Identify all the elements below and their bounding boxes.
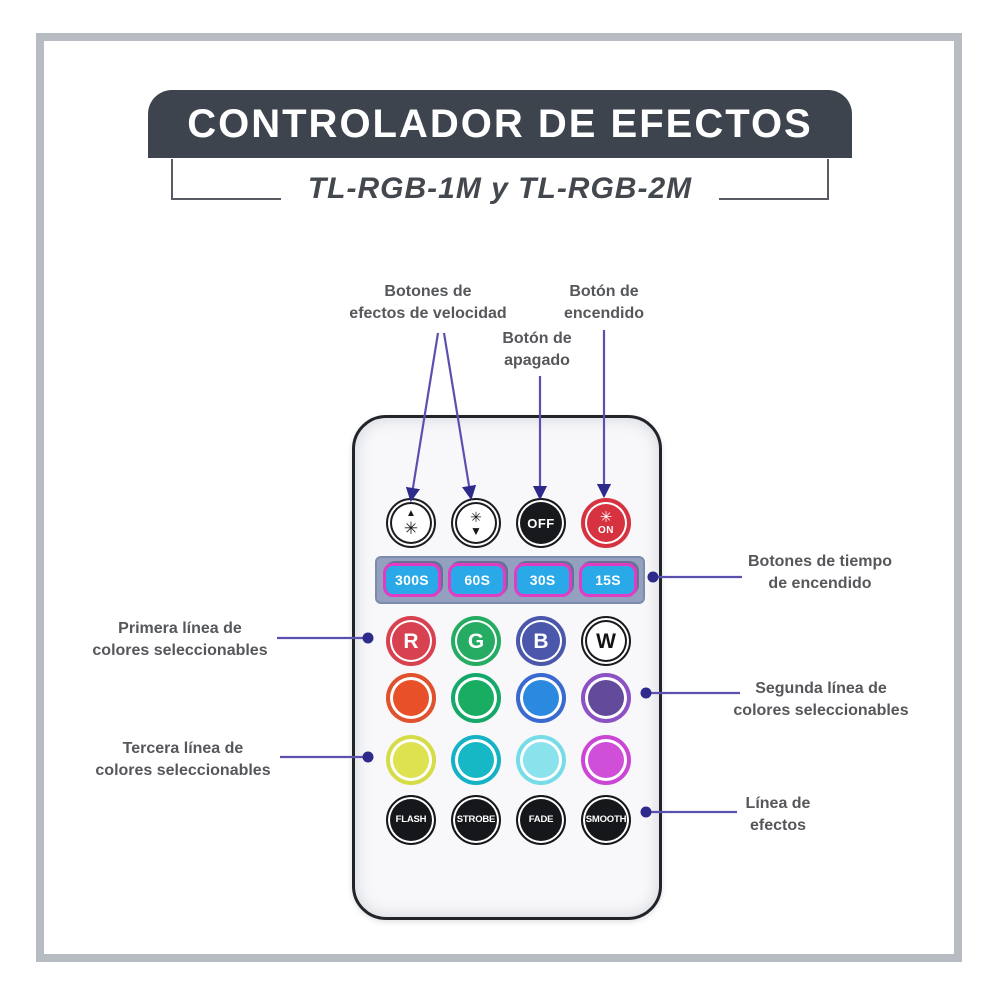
color-button-teal (451, 735, 501, 785)
callout-third-color-row: Tercera línea de colores seleccionables (95, 740, 271, 779)
timer-panel: 300S 60S 30S 15S (375, 556, 645, 604)
title-banner: CONTROLADOR DE EFECTOS (148, 90, 852, 158)
flash-button: FLASH (386, 795, 436, 845)
color-button-red: R (386, 616, 436, 666)
on-button: ✳ ON (581, 498, 631, 548)
color-button-purple (581, 673, 631, 723)
callout-power-off: Botón de apagado (502, 330, 572, 369)
color-button-orange (386, 673, 436, 723)
callout-timer-buttons: Botones de tiempo de encendido (747, 553, 893, 592)
callout-power-on: Botón de encendido (563, 283, 645, 322)
sun-icon: ✳ (470, 508, 482, 525)
model-subtitle: TL-RGB-1M y TL-RGB-2M (307, 172, 693, 205)
third-color-row (386, 735, 631, 785)
color-button-blue: B (516, 616, 566, 666)
color-button-skyblue (516, 673, 566, 723)
sun-icon: ✳ (403, 519, 419, 538)
primary-color-row: R G B W (386, 616, 631, 666)
color-button-green: G (451, 616, 501, 666)
strobe-button: STROBE (451, 795, 501, 845)
color-button-white: W (581, 616, 631, 666)
smooth-button: SMOOTH (581, 795, 631, 845)
color-button-magenta (581, 735, 631, 785)
speed-up-button: ▲ ✳ (386, 498, 436, 548)
callout-effects-row: Línea de efectos (745, 795, 811, 834)
remote-control: ▲ ✳ ✳ ▼ OFF ✳ ON 300S 60S 30S 15S R G B … (352, 415, 662, 920)
second-color-row (386, 673, 631, 723)
on-button-label: ON (598, 525, 614, 536)
power-speed-row: ▲ ✳ ✳ ▼ OFF ✳ ON (386, 498, 631, 548)
off-button: OFF (516, 498, 566, 548)
color-button-cyan (516, 735, 566, 785)
sun-icon: ✳ (599, 509, 613, 526)
speed-down-button: ✳ ▼ (451, 498, 501, 548)
callout-speed-buttons: Botones de efectos de velocidad (349, 283, 507, 322)
arrow-down-icon: ▼ (470, 523, 482, 538)
decorative-frame (36, 33, 962, 962)
arrow-up-icon: ▲ (406, 508, 416, 519)
callout-first-color-row: Primera línea de colores seleccionables (92, 620, 268, 659)
effects-row: FLASH STROBE FADE SMOOTH (386, 795, 631, 845)
color-button-emerald (451, 673, 501, 723)
timer-button-60s: 60S (448, 563, 507, 597)
fade-button: FADE (516, 795, 566, 845)
timer-button-15s: 15S (578, 563, 637, 597)
color-button-yellow (386, 735, 436, 785)
timer-button-300s: 300S (383, 563, 441, 597)
page-title: CONTROLADOR DE EFECTOS (187, 101, 813, 146)
callout-second-color-row: Segunda línea de colores seleccionables (733, 680, 909, 719)
timer-button-30s: 30S (513, 563, 572, 597)
